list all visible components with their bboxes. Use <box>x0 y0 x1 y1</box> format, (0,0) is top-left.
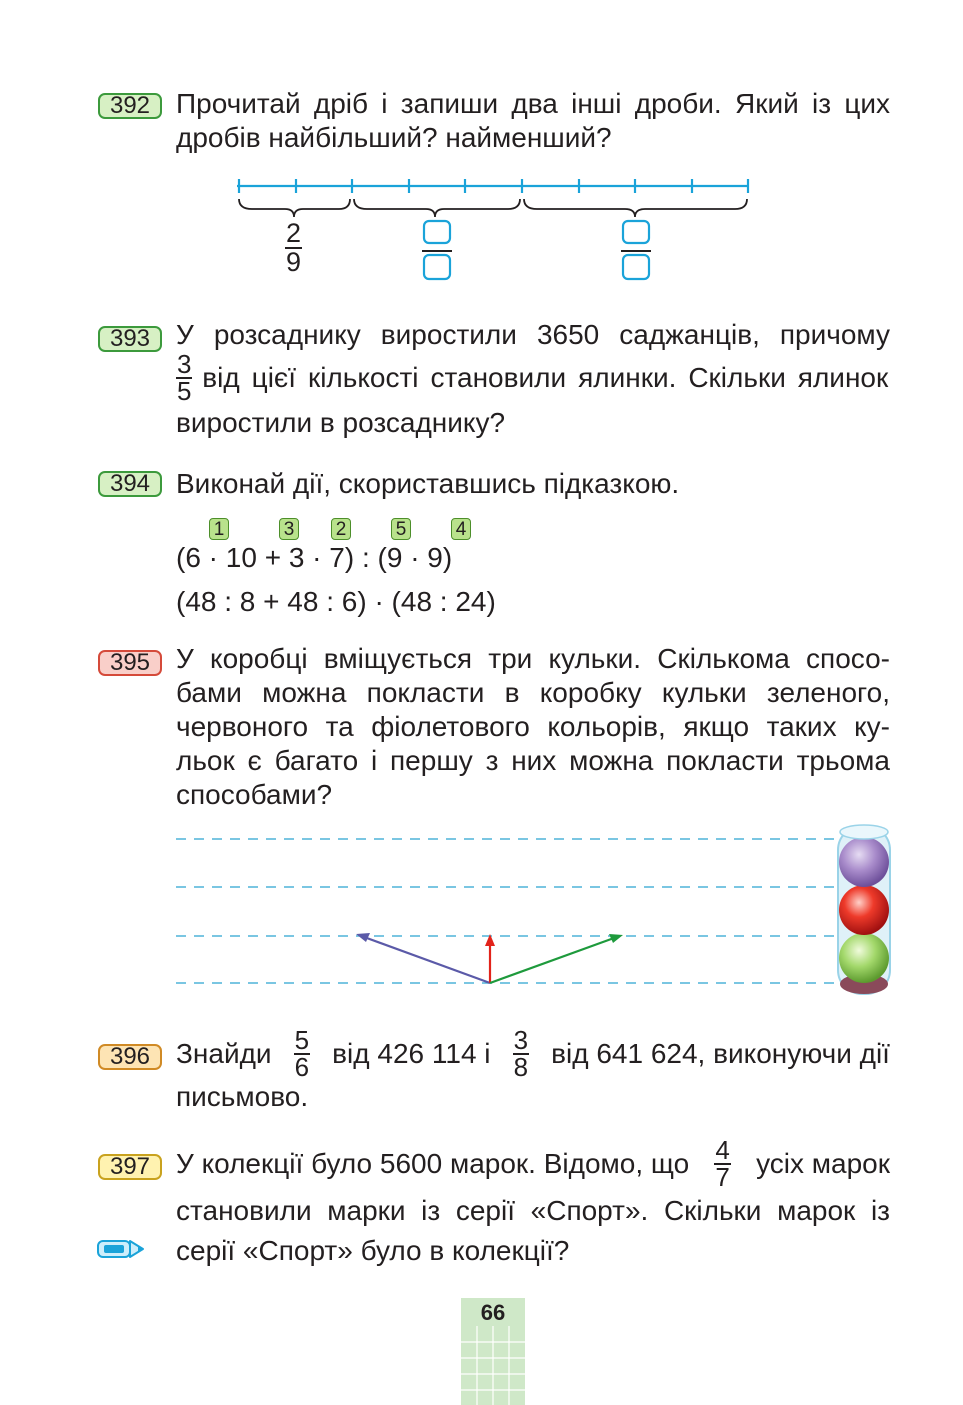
task-392-text: Прочитай дріб і запиши два інші дроби. Я… <box>176 87 890 155</box>
task-number-392: 392 <box>98 93 162 119</box>
task-395-line-4: льок є багато і першу з них можна поклас… <box>176 745 890 776</box>
task-397-text: У колекції було 5600 марок. Відомо, що 4… <box>176 1135 890 1268</box>
task-396-part-3: від 641 624, виконуючи дії <box>551 1038 890 1069</box>
arrows <box>356 933 623 985</box>
fraction-4-7: 4 7 <box>714 1135 731 1192</box>
task-396-part-2: від 426 114 і <box>332 1038 491 1069</box>
task-395-line-1: У коробці вміщується три кульки. Скілько… <box>176 643 890 674</box>
task-395-line-5: способами? <box>176 779 333 810</box>
page-number-box: 66 <box>461 1298 525 1405</box>
fraction-5-6: 5 6 <box>293 1025 311 1082</box>
task-397-part-2: усіх марок <box>756 1148 890 1179</box>
page-grid <box>461 1326 525 1405</box>
step-badge-4: 4 <box>451 518 471 540</box>
task-396-part-1: Знайди <box>176 1038 272 1069</box>
step-badge-1: 1 <box>209 518 229 540</box>
task-394-line-1: Виконай дії, скориставшись підказкою. <box>176 468 680 499</box>
fraction-numerator: 3 <box>512 1025 530 1055</box>
fraction-numerator: 5 <box>293 1025 311 1055</box>
task-393-line-3: виростили в розсаднику? <box>176 407 506 438</box>
page-number: 66 <box>480 1300 506 1325</box>
task-395-text: У коробці вміщується три кульки. Скілько… <box>176 642 890 812</box>
step-badge-2: 2 <box>331 518 351 540</box>
task-number-394: 394 <box>98 471 162 497</box>
fraction-denominator: 6 <box>294 1052 310 1082</box>
task-396-line-2: письмово. <box>176 1081 309 1112</box>
number-line-diagram <box>237 179 750 281</box>
fraction-denominator: 8 <box>513 1052 529 1082</box>
task-397-line-2: становили марки із серії «Спорт». Скільк… <box>176 1195 890 1226</box>
fraction-numerator: 4 <box>714 1135 731 1165</box>
task-number-395: 395 <box>98 650 162 676</box>
combination-tree-diagram <box>176 824 891 995</box>
task-397-line-3: серії «Спорт» було в колекції? <box>176 1235 570 1266</box>
task-393-line-2: 3 5 від цієї кількості становили ялинки.… <box>176 349 890 406</box>
fraction-2-9: 2 9 <box>285 218 303 277</box>
step-badge-3: 3 <box>279 518 299 540</box>
task-397-line-1: У колекції було 5600 марок. Відомо, що 4… <box>176 1135 890 1192</box>
fraction-3-8: 3 8 <box>512 1025 530 1082</box>
expression-1: (6 · 10 + 3 · 7) : (9 · 9) <box>176 542 453 573</box>
task-396-text: Знайди 5 6 від 426 114 і 3 8 від 641 624… <box>176 1025 890 1114</box>
task-392-line-2: дробів найбільший? найменший? <box>176 122 612 153</box>
expression-2: (48 : 8 + 48 : 6) · (48 : 24) <box>176 586 496 617</box>
fraction-numerator: 2 <box>285 218 303 249</box>
task-395-line-3: червоного та фіолетового кольорів, якщо … <box>176 711 890 742</box>
fraction-denominator: 5 <box>177 376 192 406</box>
step-badge-5: 5 <box>391 518 411 540</box>
task-393-text: У розсаднику виростили 3650 саджанців, п… <box>176 318 890 440</box>
task-397-part-1: У колекції було 5600 марок. Відомо, що <box>176 1148 690 1179</box>
task-number-396: 396 <box>98 1044 162 1070</box>
fraction-numerator: 3 <box>176 349 193 379</box>
task-394-text: Виконай дії, скориставшись підказкою. <box>176 467 890 501</box>
fraction-3-5: 3 5 <box>176 349 193 406</box>
task-393-line-1: У розсаднику виростили 3650 саджанців, п… <box>176 319 890 350</box>
task-number-393: 393 <box>98 326 162 352</box>
fraction-denominator: 9 <box>286 247 302 277</box>
task-number-397: 397 <box>98 1154 162 1180</box>
fraction-denominator: 7 <box>715 1162 730 1192</box>
ball-tube <box>837 824 891 995</box>
pencil-icon <box>97 1240 144 1258</box>
task-393-line-2-text: від цієї кількості становили ялинки. Скі… <box>202 362 889 393</box>
task-395-line-2: бами можна покласти в коробку кульки зел… <box>176 677 890 708</box>
task-392-line-1: Прочитай дріб і запиши два інші дроби. Я… <box>176 88 890 119</box>
task-396-line-1: Знайди 5 6 від 426 114 і 3 8 від 641 624… <box>176 1025 890 1082</box>
